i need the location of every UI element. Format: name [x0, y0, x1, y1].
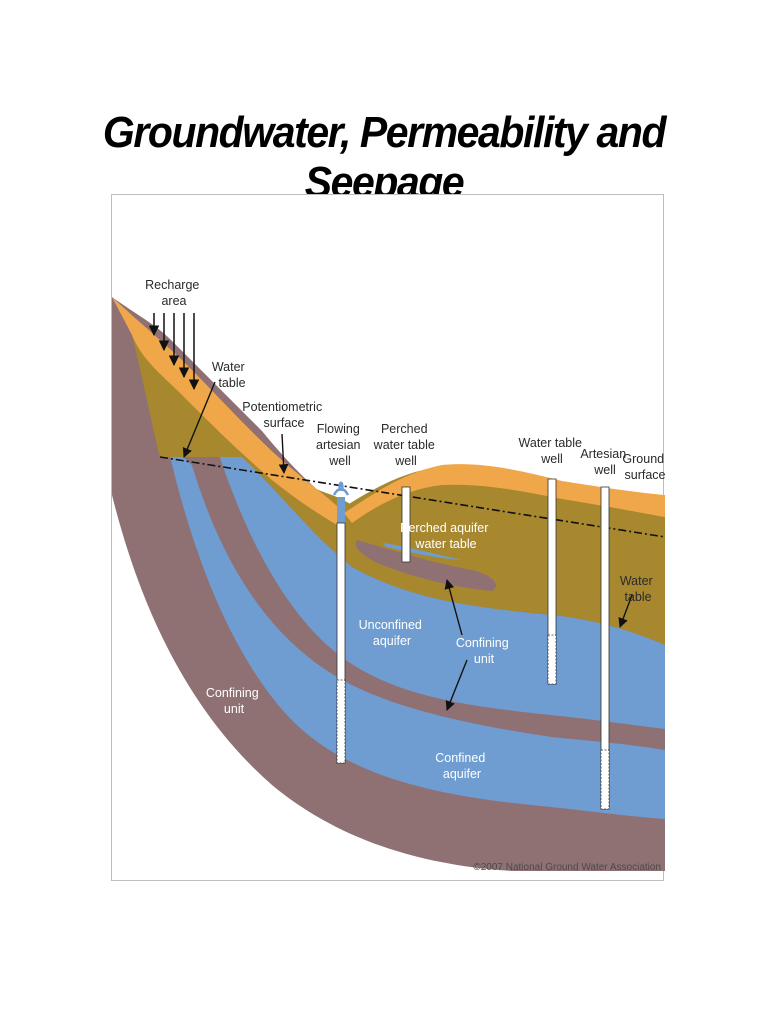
soil-surface-right: [344, 464, 665, 523]
label-confining-unit-center: Confining unit: [456, 636, 512, 666]
label-artesian-well: Artesian well: [580, 447, 629, 477]
slide-title: Groundwater, Permeability and Seepage: [102, 108, 667, 207]
layer-unconfined-aquifer: [160, 415, 665, 729]
label-perched-aquifer-water-table: Perched aquifer water table: [400, 521, 492, 551]
perched-confining-lens: [355, 540, 496, 591]
water-table-well: [547, 478, 557, 685]
layer-unsaturated-zone: [132, 335, 665, 645]
label-confined-aquifer: Confined aquifer: [435, 751, 489, 781]
label-unconfined-aquifer: Unconfined aquifer: [359, 618, 426, 648]
label-flowing-artesian-well: Flowing artesian well: [316, 422, 364, 468]
confined-aquifer: [167, 443, 665, 819]
label-water-table-right: Water table: [620, 574, 656, 604]
copyright-notice: ©2007 National Ground Water Association: [473, 862, 661, 873]
flowing-water-icon: [332, 481, 350, 496]
pointer-arrows: [182, 381, 633, 711]
label-water-table-well: Water table well: [519, 436, 586, 466]
label-potentiometric-surface: Potentiometric surface: [242, 400, 325, 430]
potentiometric-surface-line: [159, 456, 665, 538]
label-perched-water-table-well: Perched water table well: [373, 422, 439, 468]
label-water-table-left: Water table: [212, 360, 248, 390]
unsaturated-zone-right: [332, 466, 665, 620]
perched-water-table-well: [401, 486, 411, 563]
layer-confined-aquifer: [167, 443, 665, 819]
unsaturated-zone: [132, 335, 665, 645]
label-recharge-area: Recharge area: [145, 278, 203, 308]
artesian-well: [600, 486, 610, 810]
label-confining-unit-left: Confining unit: [206, 686, 262, 716]
flowing-artesian-well: [332, 481, 350, 764]
recharge-arrows: [148, 313, 200, 391]
unconfined-aquifer: [160, 415, 665, 729]
label-ground-surface: Ground surface: [622, 452, 665, 482]
groundwater-diagram: Recharge area Water table Potentiometric…: [111, 194, 665, 881]
